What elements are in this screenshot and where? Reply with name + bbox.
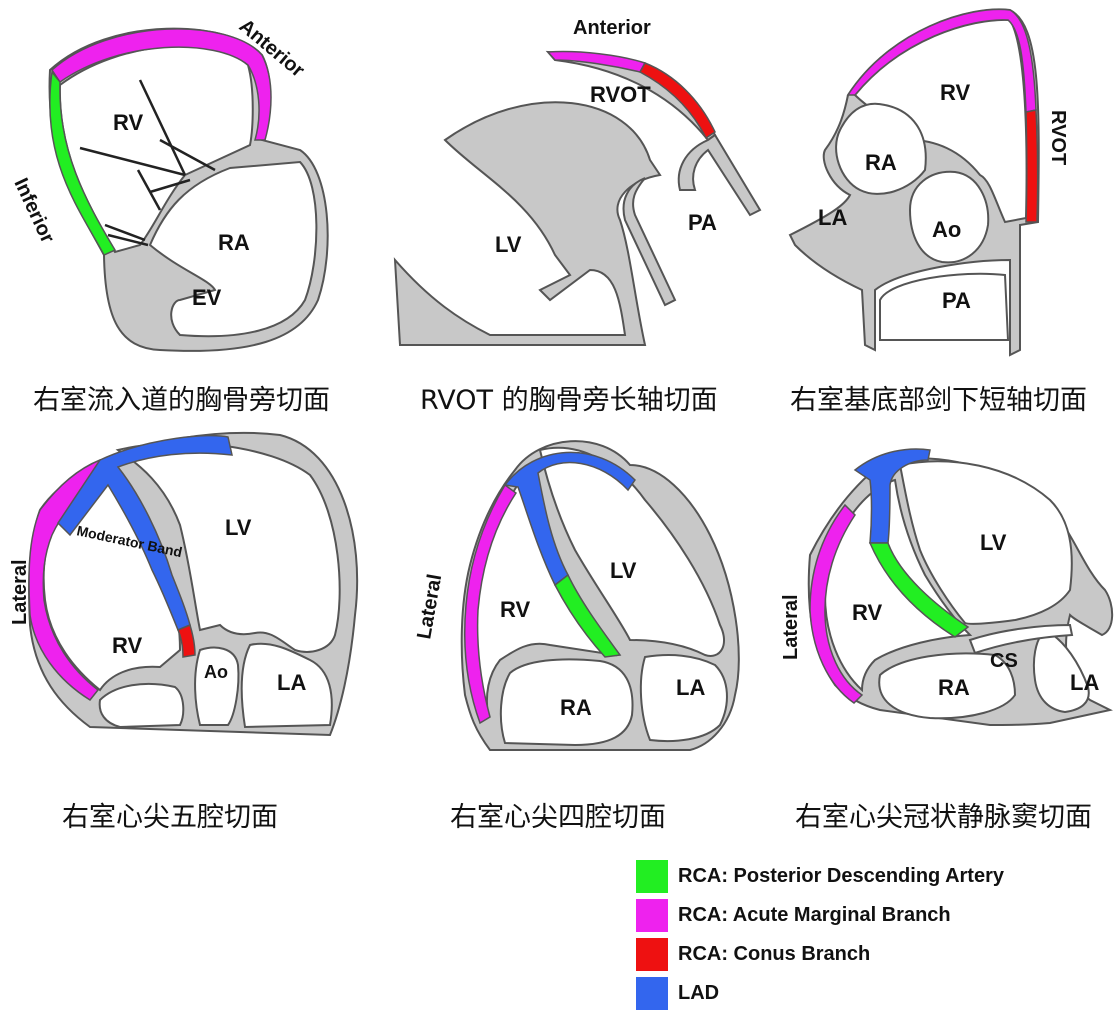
panel-apical-four-chamber: Lateral LV RV RA LA [400, 425, 770, 755]
panel-subcostal-short-axis: RV RVOT RA LA Ao PA [770, 0, 1119, 370]
a4c-label-lateral: Lateral [413, 572, 446, 640]
panel-apical-five-chamber: Lateral Moderator Band LV RV Ao LA [0, 425, 370, 755]
subcostal-label-rvot: RVOT [1047, 110, 1069, 165]
apical-coronary-sinus-diagram: Lateral LV RV CS RA LA [770, 425, 1119, 755]
apical-five-chamber-diagram: Lateral Moderator Band LV RV Ao LA [0, 425, 370, 755]
rv-inflow-diagram: Anterior Inferior RV RA EV [0, 0, 370, 360]
a5c-ao-cavity [195, 648, 238, 725]
legend-item-pda: RCA: Posterior Descending Artery [636, 857, 1004, 895]
subcostal-label-ra: RA [865, 150, 897, 175]
rvot-label-lv: LV [495, 232, 522, 257]
caption-apical-five-chamber: 右室心尖五腔切面 [62, 795, 278, 834]
a5c-label-ao: Ao [204, 662, 228, 682]
a5c-label-rv: RV [112, 633, 142, 658]
rv-inflow-label-rv: RV [113, 110, 143, 135]
caption-apical-four-chamber: 右室心尖四腔切面 [450, 795, 666, 834]
a6c-label-lateral: Lateral [780, 594, 802, 660]
legend-label-lad: LAD [678, 982, 719, 1005]
rv-inflow-label-ev: EV [192, 285, 222, 310]
caption-rvot-long-axis: RVOT 的胸骨旁长轴切面 [420, 378, 718, 417]
panel-rvot-long-axis: Anterior RVOT LV PA [390, 0, 770, 360]
a6c-label-ra: RA [938, 675, 970, 700]
a4c-label-ra: RA [560, 695, 592, 720]
legend-item-conus: RCA: Conus Branch [636, 935, 1004, 973]
a5c-label-la: LA [277, 670, 306, 695]
legend: RCA: Posterior Descending Artery RCA: Ac… [636, 857, 1004, 1013]
rv-inflow-label-ra: RA [218, 230, 250, 255]
legend-swatch-pda [636, 860, 668, 893]
subcostal-label-pa: PA [942, 288, 971, 313]
rvot-label-pa: PA [688, 210, 717, 235]
a4c-label-lv: LV [610, 558, 637, 583]
a6c-label-la: LA [1070, 670, 1099, 695]
subcostal-label-ao: Ao [932, 217, 961, 242]
subcostal-label-rv: RV [940, 80, 970, 105]
panel-apical-coronary-sinus: Lateral LV RV CS RA LA [770, 425, 1119, 755]
panel-rv-inflow: Anterior Inferior RV RA EV [0, 0, 370, 360]
legend-item-lad: LAD [636, 974, 1004, 1012]
caption-rv-inflow: 右室流入道的胸骨旁切面 [33, 378, 330, 417]
legend-label-conus: RCA: Conus Branch [678, 943, 870, 966]
legend-item-acute-marginal: RCA: Acute Marginal Branch [636, 896, 1004, 934]
caption-apical-coronary-sinus: 右室心尖冠状静脉窦切面 [795, 795, 1092, 834]
rvot-label-rvot: RVOT [590, 82, 651, 107]
a6c-label-rv: RV [852, 600, 882, 625]
subcostal-conus-segment [1026, 110, 1038, 222]
rv-inflow-label-inferior: Inferior [9, 175, 58, 247]
rvot-label-anterior: Anterior [573, 17, 651, 39]
a6c-label-cs: CS [990, 650, 1018, 672]
subcostal-short-axis-diagram: RV RVOT RA LA Ao PA [770, 0, 1119, 370]
legend-label-pda: RCA: Posterior Descending Artery [678, 865, 1004, 888]
legend-label-acute-marginal: RCA: Acute Marginal Branch [678, 904, 951, 927]
legend-swatch-acute-marginal [636, 899, 668, 932]
legend-swatch-lad [636, 977, 668, 1010]
a5c-label-lateral: Lateral [9, 559, 31, 625]
a5c-ra-cavity [100, 684, 184, 727]
rvot-lv-wall [395, 102, 660, 345]
a5c-label-lv: LV [225, 515, 252, 540]
rvot-pa-wall [679, 135, 760, 215]
caption-subcostal-short-axis: 右室基底部剑下短轴切面 [790, 378, 1087, 417]
apical-four-chamber-diagram: Lateral LV RV RA LA [400, 425, 770, 755]
a6c-label-lv: LV [980, 530, 1007, 555]
legend-swatch-conus [636, 938, 668, 971]
a4c-label-rv: RV [500, 597, 530, 622]
a4c-label-la: LA [676, 675, 705, 700]
rvot-long-axis-diagram: Anterior RVOT LV PA [390, 0, 770, 360]
subcostal-label-la: LA [818, 205, 847, 230]
